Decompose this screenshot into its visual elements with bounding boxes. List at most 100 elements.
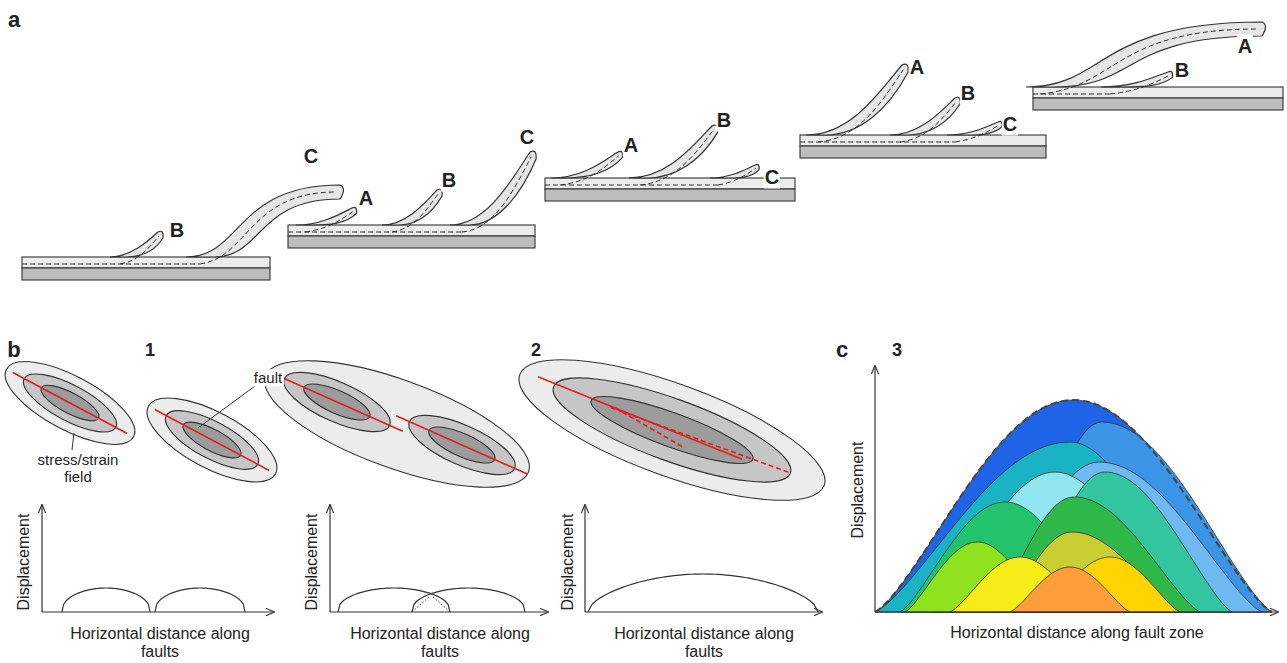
y-axis [874,366,875,612]
lower-layer [800,146,1046,158]
fault-dashed [392,194,438,232]
upper-layer [800,135,1046,146]
thrust-sheet [296,207,357,225]
subpanel-number: 3 [892,340,902,361]
fold-label: B [960,82,976,105]
callout-label: stress/strain field [29,451,128,486]
x-axis [330,611,548,612]
upper-layer [22,257,270,268]
displacement-curve [412,588,525,612]
fold-sketch [1026,22,1283,110]
axis-label: Horizontal distance along faults [350,624,530,661]
y-axis [329,505,330,612]
fault-line [611,408,790,473]
fold-label: A [909,56,925,79]
fault-line [615,408,684,448]
axis-label: Horizontal distance along faults [614,624,794,661]
displacement-curve [155,588,245,612]
fold-sketch [545,125,795,201]
y-axis [584,505,585,612]
fault-dashed [462,157,531,232]
leader-line [198,386,255,428]
detachment-dashed [545,185,718,186]
fold-label: C [519,126,535,149]
fold-label: C [303,145,319,168]
axis-label: Displacement [303,514,321,611]
displacement-curve [588,574,818,612]
fault-dashed [120,236,159,264]
detachment-dashed [800,142,955,143]
lower-layer [1033,98,1283,110]
fault-dashed [1040,29,1258,94]
fault-line [13,373,127,434]
panel-c [875,366,1278,612]
displacement-profile [875,400,1272,612]
thrust-sheet [110,231,163,257]
fault-dashed [640,130,713,185]
fold-label: C [764,166,780,189]
upper-layer [1033,87,1283,98]
fold-label: B [1174,59,1190,82]
stress-field-ellipse [0,345,146,460]
x-axis [875,611,1278,612]
fold-label: C [1002,113,1018,136]
fold-label: A [358,187,374,210]
axis-label: Horizontal distance along fault zone [950,624,1204,642]
lower-layer [545,189,795,201]
displacement-curve [62,588,150,612]
axis-label: Horizontal distance along faults [70,624,250,661]
upper-layer [288,225,535,236]
fold-label: B [441,169,457,192]
subpanel-number: 1 [145,340,155,361]
x-axis [42,611,274,612]
stress-field-ellipse [504,331,840,528]
fault-dashed [560,156,619,185]
panel-letter: c [836,337,848,362]
leader-line [72,433,74,450]
detachment-dashed [288,232,462,233]
stress-field-ellipse [250,335,543,513]
x-axis [585,611,822,612]
fault-dashed [818,70,903,142]
axis-label: Displacement [849,442,867,539]
panel-letter: b [7,337,20,362]
fault-line [271,373,403,432]
fault-dashed [900,102,956,142]
fault-line [538,377,742,459]
fold-label: A [623,134,639,157]
panel-letter: a [8,7,20,32]
envelope-dashed [875,400,1272,612]
fold-sketch [288,151,536,248]
thrust-sheet [629,125,718,178]
fold-label: B [716,109,732,132]
stress-field-ellipse [135,381,288,498]
callout-label: fault [252,369,284,386]
displacement-profile [1010,567,1130,612]
axis-label: Displacement [559,514,577,611]
fault-line [155,410,269,471]
lower-layer [288,236,535,248]
fault-dashed [1110,76,1169,94]
overlap-dotted [412,596,450,612]
fault-dashed [305,212,353,232]
axis-label: Displacement [15,514,33,611]
panel-b [0,331,840,612]
displacement-curve [338,588,450,612]
lower-layer [22,268,270,280]
thrust-sheet [1026,22,1266,87]
stress-field-ellipse [543,358,801,502]
y-axis [41,505,42,612]
subpanel-number: 2 [531,340,541,361]
fold-label: B [169,219,185,242]
thrust-sheet [551,151,623,178]
fold-label: A [1237,35,1253,58]
panel-a-sketches [22,22,1283,280]
thrust-sheet [806,64,908,135]
thrust-sheet [382,189,442,225]
fault-line [396,416,528,475]
thrust-sheet [450,151,536,225]
thrust-sheet [890,97,960,135]
upper-layer [545,178,795,189]
